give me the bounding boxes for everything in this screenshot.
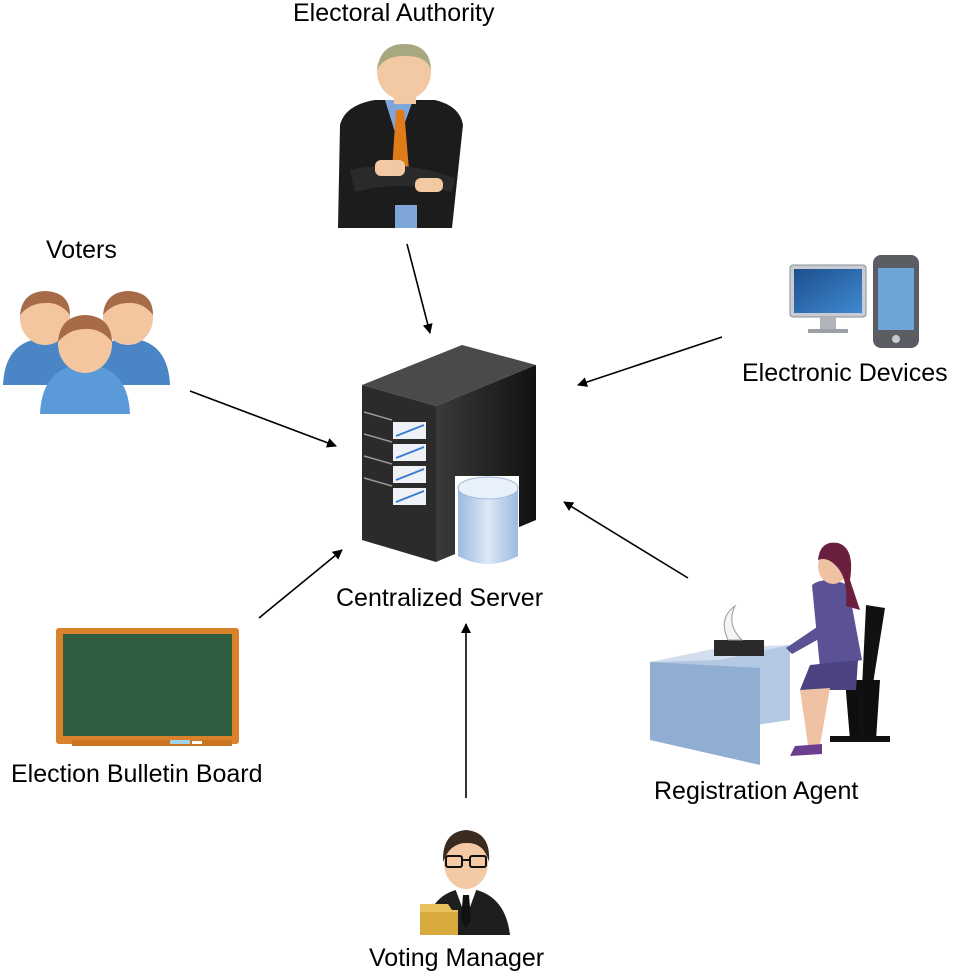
arrow-bulletin-to-server <box>258 549 343 619</box>
arrow-devices-to-server <box>577 336 723 387</box>
arrow-registration-to-server <box>563 501 689 579</box>
electronic-devices-label: Electronic Devices <box>742 359 948 387</box>
voters-label: Voters <box>46 236 117 264</box>
businessman-arms-crossed-icon <box>338 44 463 228</box>
centralized-server-label: Centralized Server <box>336 584 544 612</box>
server-tower-with-database-icon <box>362 345 536 566</box>
monitor-and-phone-icon <box>789 255 919 348</box>
chalkboard-icon <box>56 628 239 746</box>
man-with-folder-icon <box>420 830 510 935</box>
registration-agent-label: Registration Agent <box>654 777 859 805</box>
arrow-voters-to-server <box>189 390 337 448</box>
connector-arrows <box>189 243 723 798</box>
arrow-authority-to-server <box>406 243 433 334</box>
voting-manager-label: Voting Manager <box>369 944 545 972</box>
user-group-icon <box>3 291 170 414</box>
woman-at-desk-icon <box>650 542 890 765</box>
bulletin-board-label: Election Bulletin Board <box>11 760 263 788</box>
electoral-authority-label: Electoral Authority <box>293 0 495 27</box>
